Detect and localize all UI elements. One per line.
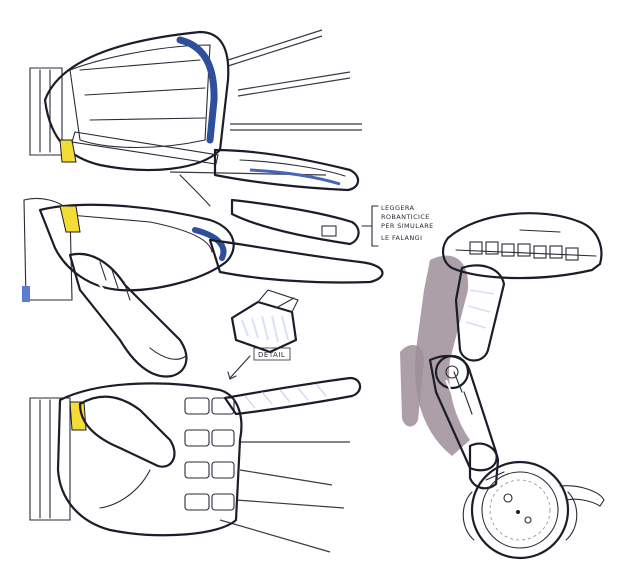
annotation-line-4: LE FALANGI: [381, 234, 423, 242]
hand-top-sideview: [29, 29, 362, 207]
annotation-line-3: PER SIMULARE: [381, 222, 434, 230]
rods-bottom: [219, 441, 350, 553]
annotation-bracket: [361, 205, 379, 247]
finger-segments: [184, 397, 235, 511]
arm-assembly-right: [400, 212, 605, 560]
rods-top: [169, 29, 362, 176]
hand-bottom-palmview: [29, 376, 362, 553]
detail-callout-module: [227, 289, 299, 380]
annotation-line-1: LEGGERA: [381, 204, 415, 212]
hand-middle-sideview: [22, 197, 384, 378]
annotation-line-2: ROBANTICICE: [381, 213, 430, 221]
detail-label: DETAIL: [258, 351, 286, 359]
gripper-cells: [469, 241, 579, 261]
